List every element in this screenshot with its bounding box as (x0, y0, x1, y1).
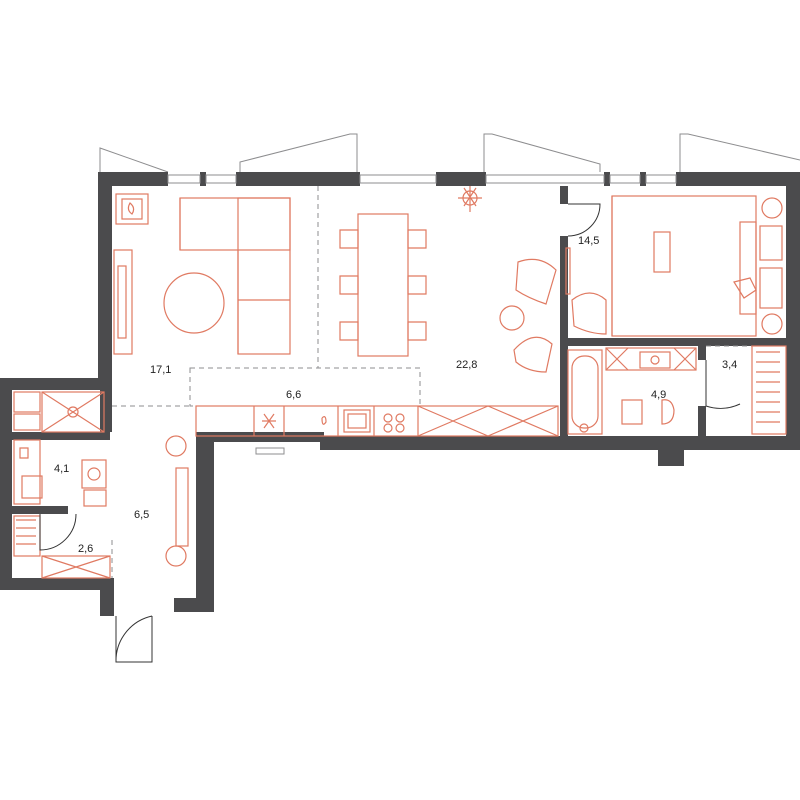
kitchen-counter (195, 405, 559, 437)
area-label-bath: 4,9 (651, 389, 666, 401)
area-labels: 17,1 22,8 6,6 6,5 4,1 2,6 14,5 4,9 3,4 (54, 235, 737, 555)
walls (0, 172, 800, 616)
annex-fixtures (13, 391, 111, 579)
living-furniture (113, 193, 291, 355)
area-label-wardrobe: 3,4 (722, 359, 737, 371)
hall-furniture (165, 435, 189, 567)
bedroom-furniture (565, 195, 783, 337)
area-label-kitchen: 6,6 (286, 389, 301, 401)
doors (39, 203, 741, 663)
area-label-bedroom: 14,5 (578, 235, 599, 247)
area-label-dining: 22,8 (456, 359, 477, 371)
windows (167, 174, 677, 455)
balcony-outlines (99, 133, 800, 173)
area-label-living: 17,1 (150, 364, 171, 376)
area-label-bath-small: 4,1 (54, 463, 69, 475)
area-label-laundry: 2,6 (78, 543, 93, 555)
zone-borders (111, 186, 786, 578)
area-label-hall: 6,5 (134, 509, 149, 521)
dining-furniture (339, 186, 557, 373)
bathroom-fixtures (567, 345, 787, 435)
